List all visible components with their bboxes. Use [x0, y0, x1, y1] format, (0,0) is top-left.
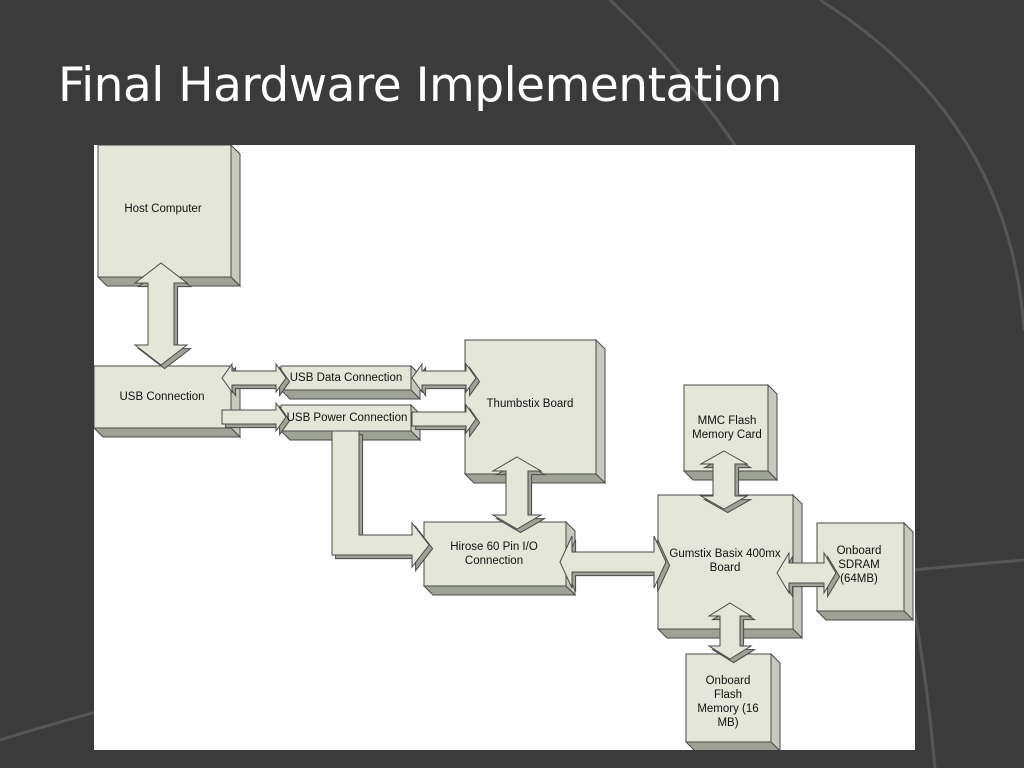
arrow-hirose-to-gumstix	[559, 535, 671, 592]
box-thumbstix-board	[463, 338, 607, 485]
arrow-power-to-thumbstix	[411, 403, 481, 439]
label-usb-data-connection: USB Data Connection	[290, 372, 403, 384]
label-usb-connection: USB Connection	[119, 391, 204, 403]
arrow-gumstix-to-flash	[707, 602, 757, 664]
arrow-usb-to-data	[221, 362, 291, 398]
arrow-mmc-to-gumstix	[699, 450, 753, 514]
label-usb-power-connection: USB Power Connection	[287, 412, 408, 424]
box-onboard-flash	[684, 652, 781, 750]
arrow-host-to-usb	[133, 262, 193, 370]
arrow-gumstix-to-sdram	[776, 551, 841, 599]
label-thumbstix-board: Thumbstix Board	[487, 398, 574, 410]
arrow-thumbstix-to-hirose	[491, 456, 547, 534]
box-usb-data-connection	[279, 364, 422, 401]
box-hirose-connection	[422, 520, 577, 597]
slide-title: Final Hardware Implementation	[58, 58, 782, 113]
box-host-computer	[96, 145, 242, 288]
box-onboard-sdram	[815, 521, 915, 622]
label-host-computer: Host Computer	[124, 203, 202, 215]
arrow-power-to-hirose	[331, 430, 434, 573]
arrow-usb-to-power	[221, 401, 291, 437]
arrow-data-to-thumbstix	[411, 362, 481, 398]
